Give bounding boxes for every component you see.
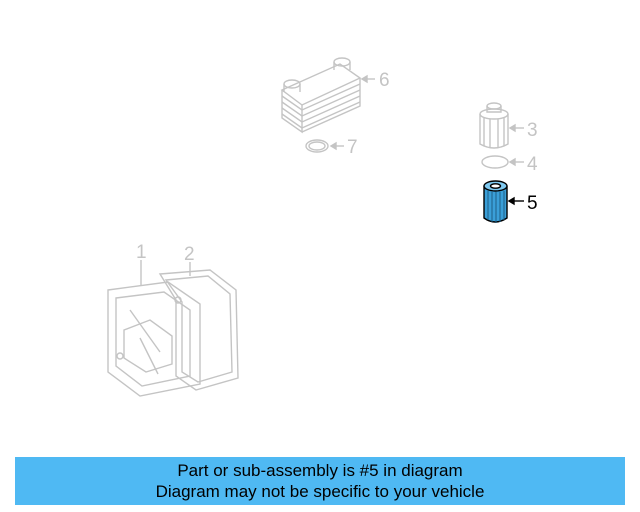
oil-cooler-part — [280, 57, 375, 134]
callout-3: 3 — [527, 120, 538, 141]
callout-4: 4 — [527, 154, 538, 175]
seal-ring-part-4 — [481, 155, 524, 169]
transmission-pan-part-1 — [107, 260, 201, 397]
oil-filter-part-5 — [483, 180, 524, 223]
banner-line-1: Part or sub-assembly is #5 in diagram — [177, 461, 463, 480]
parts-diagram: 6 7 3 4 5 — [107, 57, 538, 397]
banner-line-2: Diagram may not be specific to your vehi… — [155, 482, 485, 501]
filter-housing-part-3 — [479, 102, 524, 149]
gasket-part-2 — [158, 262, 239, 391]
callout-7: 7 — [347, 137, 358, 158]
seal-ring-part-7 — [305, 139, 344, 153]
callout-6: 6 — [379, 70, 390, 91]
callout-2: 2 — [184, 244, 195, 265]
info-banner: Part or sub-assembly is #5 in diagram Di… — [15, 457, 625, 505]
callout-5: 5 — [527, 193, 538, 214]
callout-1: 1 — [136, 242, 147, 263]
